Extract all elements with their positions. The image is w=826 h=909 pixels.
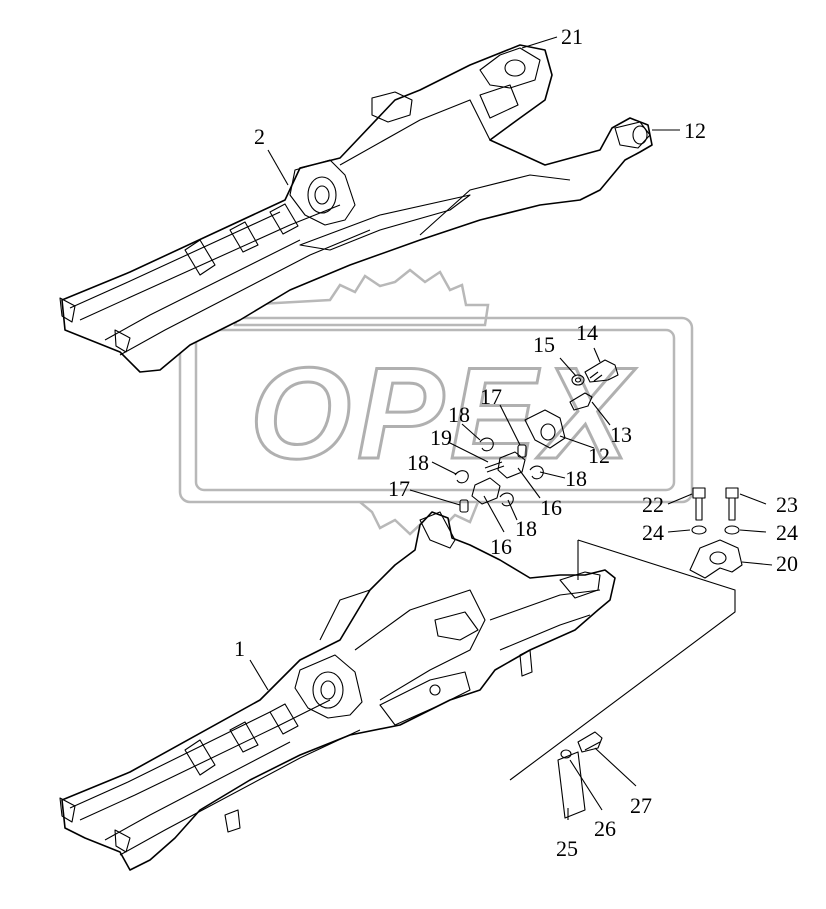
callout-14: 14 bbox=[576, 320, 598, 345]
track-frame-lower bbox=[59, 511, 616, 871]
callout-17-upper: 17 bbox=[480, 384, 502, 409]
callout-1: 1 bbox=[234, 636, 245, 661]
callout-18-c: 18 bbox=[565, 466, 587, 491]
callout-22: 22 bbox=[642, 492, 664, 517]
callout-27: 27 bbox=[630, 793, 652, 818]
track-frame-upper bbox=[59, 44, 653, 373]
leader-lines bbox=[249, 36, 773, 820]
callout-12-lower: 12 bbox=[588, 443, 610, 468]
plate-bolt-parts bbox=[557, 731, 603, 819]
callout-24-left: 24 bbox=[642, 520, 664, 545]
callout-18-b: 18 bbox=[407, 450, 429, 475]
cap-bolts-parts bbox=[509, 487, 743, 781]
callout-21: 21 bbox=[561, 24, 583, 49]
callout-17-lower: 17 bbox=[388, 476, 410, 501]
callout-24-right: 24 bbox=[776, 520, 798, 545]
callout-12-upper: 12 bbox=[684, 118, 706, 143]
callout-20: 20 bbox=[776, 551, 798, 576]
callout-25: 25 bbox=[556, 836, 578, 861]
callout-26: 26 bbox=[594, 816, 616, 841]
callout-16-left: 16 bbox=[490, 534, 512, 559]
opex-watermark: OPEX bbox=[178, 268, 694, 536]
callout-19: 19 bbox=[430, 425, 452, 450]
callout-16-right: 16 bbox=[540, 495, 562, 520]
watermark-text: OPEX bbox=[250, 340, 637, 486]
callout-18-d: 18 bbox=[515, 516, 537, 541]
callout-18-a: 18 bbox=[448, 402, 470, 427]
callout-13: 13 bbox=[610, 422, 632, 447]
callout-15: 15 bbox=[533, 332, 555, 357]
callout-23: 23 bbox=[776, 492, 798, 517]
callout-2: 2 bbox=[254, 124, 265, 149]
callout-labels: 2 21 12 14 15 13 12 17 18 19 18 18 16 17… bbox=[234, 24, 798, 861]
